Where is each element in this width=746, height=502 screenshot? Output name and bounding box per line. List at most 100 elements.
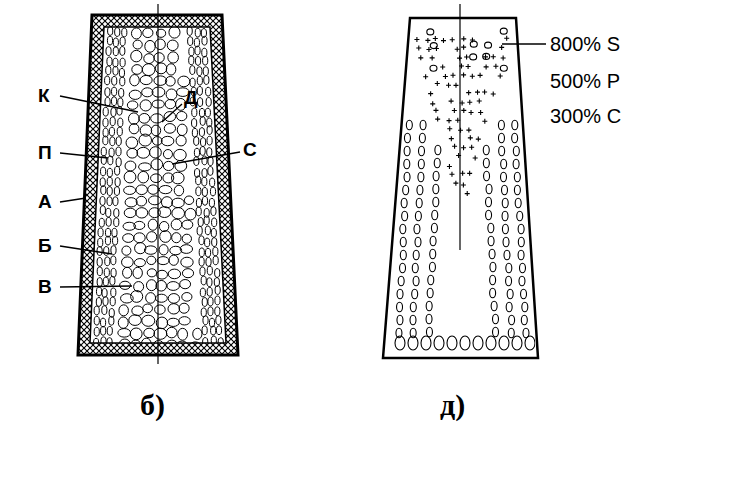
grain-cell [144,328,155,338]
grain-cell [107,177,112,186]
segregation-plus [428,91,433,96]
grain-cell [202,177,207,186]
grain-cell [176,135,186,146]
grain-cell [132,65,143,75]
grain-cell [114,218,119,227]
grain-cell [120,37,125,46]
grain-cell [137,147,150,158]
pore-oval [435,145,441,155]
grain-cell [105,257,110,266]
grain-cell [102,306,107,315]
axis-line [157,4,158,364]
grain-cell [101,167,106,176]
pore-oval [408,336,418,350]
grain-cell [185,208,196,220]
grain-cell [200,288,205,297]
grain-cell [140,75,152,84]
grain-cell [171,219,182,230]
segregation-plus [430,55,435,60]
grain-cell [209,318,214,327]
grain-cell [202,196,207,205]
pore-oval [504,250,510,260]
grain-cell [127,101,138,109]
grain-cell [165,77,175,87]
pore-oval [488,236,494,246]
grain-cell [197,226,202,235]
grain-cell [194,148,199,157]
pore-oval [514,172,520,182]
pore-oval [418,172,424,182]
grain-cell [208,297,213,306]
pore-oval [506,263,512,273]
grain-cell [207,126,212,135]
grain-cell [107,326,112,335]
grain-cell [146,280,156,291]
grain-cell [96,298,101,307]
segregation-plus [423,74,428,79]
grain-cell [211,207,216,216]
grain-cell [142,64,155,76]
pore-oval [513,159,519,169]
pore-oval [433,184,439,194]
grain-cell [129,124,139,134]
segregation-plus [452,108,457,113]
grain-cell [110,276,115,285]
grain-cell [195,28,200,37]
segregation-plus [493,64,498,69]
grain-cell [187,27,192,36]
segregation-plus [482,119,487,124]
grain-cell [128,113,139,125]
pore-oval [404,159,410,169]
grain-cell [126,137,138,148]
grain-cell [143,304,153,313]
pore-oval [402,211,408,221]
content-note: 800% S [550,34,620,54]
grain-cell [189,47,194,56]
grain-cell [112,236,117,245]
grain-cell [194,157,199,166]
grain-cell [189,56,194,65]
grain-cell [154,76,167,86]
grain-cell [207,278,212,287]
grain-cell [181,257,193,267]
grain-cell [103,136,108,145]
grain-cell [113,66,118,75]
segregation-plus [461,145,466,150]
grain-cell [125,161,136,171]
segregation-plus [440,64,445,69]
grain-cell [97,267,102,276]
pore-oval [483,53,490,59]
grain-cell [182,234,191,243]
pore-oval [415,237,421,247]
content-note: 300% C [550,106,621,126]
grain-cell [109,316,114,325]
grain-cell [103,107,108,116]
grain-cell [94,327,99,336]
zone-letter: Б [38,236,52,255]
grain-cell [142,315,155,326]
pore-oval [501,159,507,169]
grain-cell [216,316,221,325]
grain-cell [195,46,200,55]
grain-cell [111,246,116,255]
grain-cell [192,108,197,117]
pore-oval [400,237,406,247]
grain-cell [208,167,213,176]
pore-oval [488,223,494,233]
grain-cell [194,38,199,47]
pore-oval [519,263,525,273]
pore-oval [515,198,521,208]
segregation-plus [491,91,496,96]
grain-cell [149,196,162,205]
pore-oval [498,133,504,143]
grain-cell [118,98,123,107]
grain-cell [214,278,219,287]
segregation-plus [426,47,431,52]
grain-cell [194,137,199,146]
grain-cell [155,63,166,74]
content-note: 500% P [550,71,620,91]
pore-oval [429,262,435,272]
segregation-plus [473,155,478,160]
pore-oval [430,249,436,259]
